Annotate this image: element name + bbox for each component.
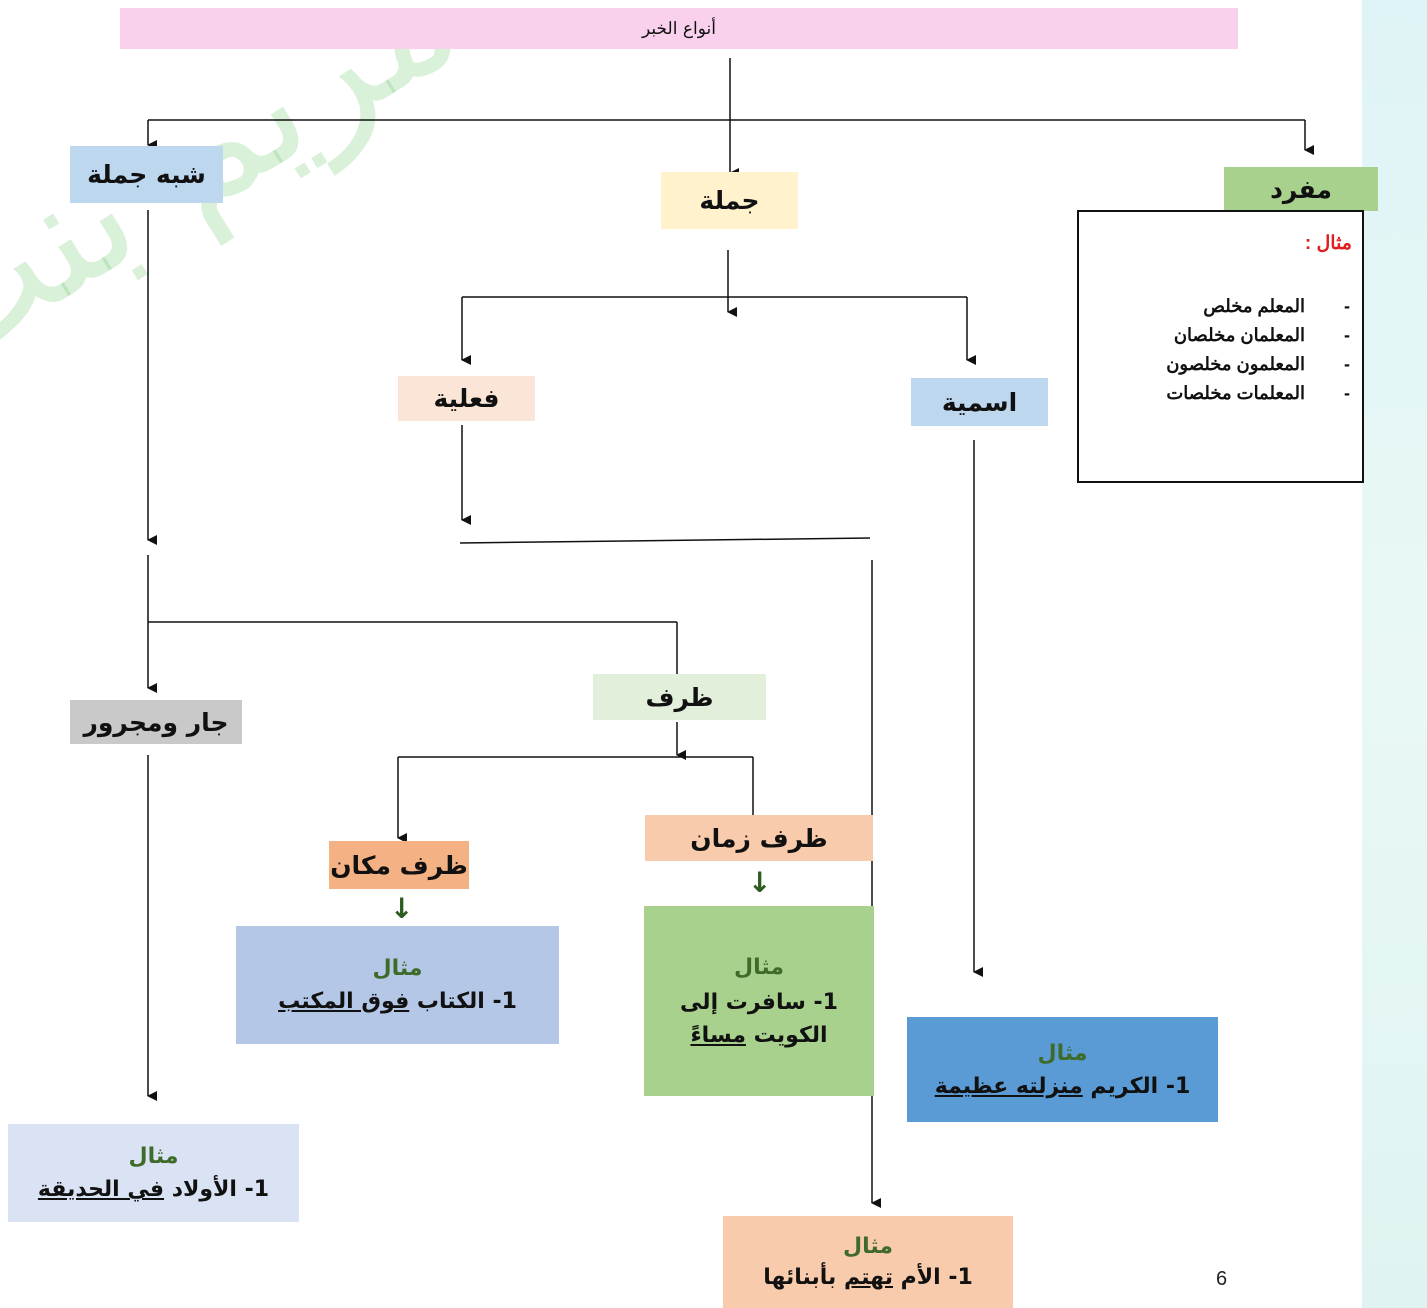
node-jar-majrur: جار ومجرور: [70, 700, 242, 744]
example-text-plain: الكويت: [745, 1022, 828, 1048]
node-mufrad: مفرد: [1224, 167, 1378, 211]
example-text-plain: 1- الأم: [892, 1265, 973, 1290]
example-text: 1- الأم تهتم بأبنائها: [763, 1265, 973, 1290]
example-label: مثال: [734, 954, 784, 980]
mufrad-example-heading: مثال :: [1304, 233, 1352, 254]
example-text-plain: 1- الكريم: [1082, 1073, 1191, 1099]
bullet-dash: -: [1344, 296, 1350, 316]
node-zarf-makan-label: ظرف مكان: [330, 850, 468, 880]
example-text-plain: 1- الكتاب: [409, 989, 517, 1014]
node-jar-majrur-label: جار ومجرور: [83, 707, 229, 737]
list-item: - المعلمان مخلصان: [1166, 321, 1350, 350]
example-text-plain: 1- الأولاد: [164, 1177, 270, 1202]
node-zarf-makan: ظرف مكان: [329, 841, 469, 889]
list-item-text: المعلم مخلص: [1203, 296, 1305, 316]
example-text-underlined: مساءً: [690, 1022, 746, 1048]
example-text: 1- الكتاب فوق المكتب: [278, 989, 517, 1014]
example-text-plain: بأبنائها: [763, 1265, 844, 1290]
node-zarf-zaman: ظرف زمان: [645, 815, 873, 861]
example-label: مثال: [843, 1234, 893, 1259]
list-item: - المعلمون مخلصون: [1166, 350, 1350, 379]
example-text-underlined: منزلته عظيمة: [934, 1073, 1083, 1099]
list-item-text: المعلمات مخلصات: [1166, 383, 1305, 403]
example-text-line1: 1- سافرت إلى: [680, 989, 838, 1015]
bullet-dash: -: [1344, 383, 1350, 403]
example-label: مثال: [128, 1144, 179, 1169]
list-item: - المعلم مخلص: [1166, 292, 1350, 321]
bullet-dash: -: [1344, 354, 1350, 374]
bullet-dash: -: [1344, 325, 1350, 345]
node-filiyya: فعلية: [398, 376, 535, 421]
example-jar-majrur: مثال 1- الأولاد في الحديقة: [8, 1124, 299, 1222]
node-ismiyya: اسمية: [911, 378, 1048, 426]
node-jumla: جملة: [661, 172, 798, 229]
example-text-underlined: فوق المكتب: [278, 989, 410, 1014]
node-ismiyya-label: اسمية: [941, 387, 1018, 417]
diagram-title: أنواع الخبر: [642, 18, 716, 39]
page-number: 6: [1216, 1268, 1228, 1290]
example-text: 1- الأولاد في الحديقة: [38, 1177, 269, 1202]
example-text-underlined: في الحديقة: [37, 1177, 165, 1202]
node-mufrad-label: مفرد: [1270, 174, 1332, 204]
example-text-line2: الكويت مساءً: [690, 1023, 827, 1048]
mufrad-example-list: - المعلم مخلص - المعلمان مخلصان - المعلمون …: [1166, 292, 1350, 408]
decorative-side-band: [1362, 0, 1427, 1308]
example-filiyya: مثال 1- الأم تهتم بأبنائها: [723, 1216, 1013, 1308]
node-jumla-label: جملة: [699, 186, 760, 215]
node-zarf: ظرف: [593, 674, 766, 720]
diagram-title-box: أنواع الخبر: [120, 8, 1238, 49]
arrow-down-icon: ↓: [390, 892, 414, 925]
example-makan: مثال 1- الكتاب فوق المكتب: [236, 926, 559, 1044]
node-zarf-zaman-label: ظرف زمان: [690, 823, 828, 853]
example-label: مثال: [1037, 1040, 1088, 1066]
mufrad-example-panel: مثال : - المعلم مخلص - المعلمان مخلصان - ال…: [1077, 210, 1364, 483]
list-item-text: المعلمان مخلصان: [1173, 325, 1305, 345]
list-item: - المعلمات مخلصات: [1166, 379, 1350, 408]
example-label: مثال: [372, 956, 423, 981]
example-ismiyya: مثال 1- الكريم منزلته عظيمة: [907, 1017, 1218, 1122]
example-zaman: مثال 1- سافرت إلى الكويت مساءً: [644, 906, 874, 1096]
list-item-text: المعلمون مخلصون: [1166, 354, 1305, 374]
node-zarf-label: ظرف: [645, 682, 714, 712]
node-filiyya-label: فعلية: [433, 384, 500, 413]
node-shibh-jumla: شبه جملة: [70, 146, 223, 203]
arrow-down-icon: ↓: [748, 866, 772, 899]
example-text: 1- الكريم منزلته عظيمة: [935, 1074, 1191, 1099]
node-shibh-jumla-label: شبه جملة: [87, 160, 206, 189]
example-text-underlined: تهتم: [843, 1265, 893, 1290]
